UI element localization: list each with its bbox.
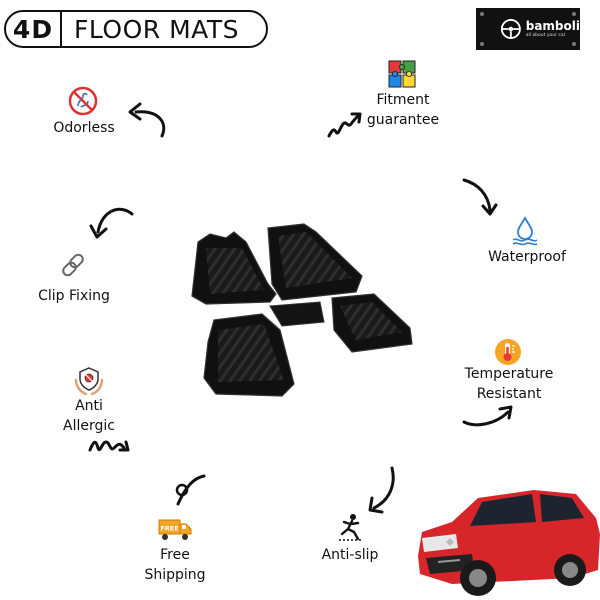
brand-tagline: all about your car bbox=[525, 32, 566, 38]
temperature-icon bbox=[495, 339, 521, 365]
truck-free-text: FREE bbox=[160, 525, 178, 533]
squiggle-arrow-fitment-icon bbox=[327, 112, 362, 138]
feature-free-shipping-label: Free Shipping bbox=[144, 547, 206, 583]
no-smell-icon bbox=[68, 86, 98, 116]
puzzle-fit-icon bbox=[388, 60, 416, 88]
product-title-box: 4D FLOOR MATS bbox=[4, 10, 268, 48]
brand-logo: bamboli all about your car bbox=[476, 8, 580, 50]
feature-odorless-label: Odorless bbox=[53, 120, 115, 136]
feature-anti-allergic-label: Anti Allergic bbox=[63, 398, 115, 434]
chain-link-icon bbox=[62, 253, 84, 277]
squiggle-arrow-allergic-icon bbox=[88, 440, 130, 452]
water-drop-icon bbox=[512, 216, 538, 246]
feature-temperature-label: Temperature Resistant bbox=[464, 366, 554, 402]
slipping-person-icon bbox=[339, 514, 363, 541]
curved-arrow-temperature-icon bbox=[462, 405, 513, 427]
feature-waterproof-label: Waterproof bbox=[488, 249, 566, 265]
delivery-truck-icon: FREE bbox=[158, 519, 192, 540]
title-badge-4d: 4D bbox=[6, 12, 62, 46]
feature-anti-slip-label: Anti-slip bbox=[321, 547, 379, 563]
brand-name: bamboli bbox=[525, 18, 580, 33]
steering-wheel-icon bbox=[500, 19, 521, 39]
feature-fitment-label: Fitment guarantee bbox=[366, 92, 440, 128]
page-title: FLOOR MATS bbox=[74, 14, 239, 44]
curved-arrow-odorless-icon bbox=[128, 102, 166, 138]
floor-mats-product-image bbox=[191, 223, 413, 397]
feature-clip-fixing-label: Clip Fixing bbox=[38, 288, 110, 304]
curved-arrow-antislip-icon bbox=[368, 466, 395, 514]
curved-arrow-clip-icon bbox=[89, 208, 134, 239]
anti-allergy-hands-icon bbox=[74, 367, 104, 396]
red-suv-car-image bbox=[418, 490, 600, 596]
pointer-arrow-shipping-icon bbox=[175, 474, 206, 506]
curved-arrow-waterproof-icon bbox=[462, 178, 498, 216]
